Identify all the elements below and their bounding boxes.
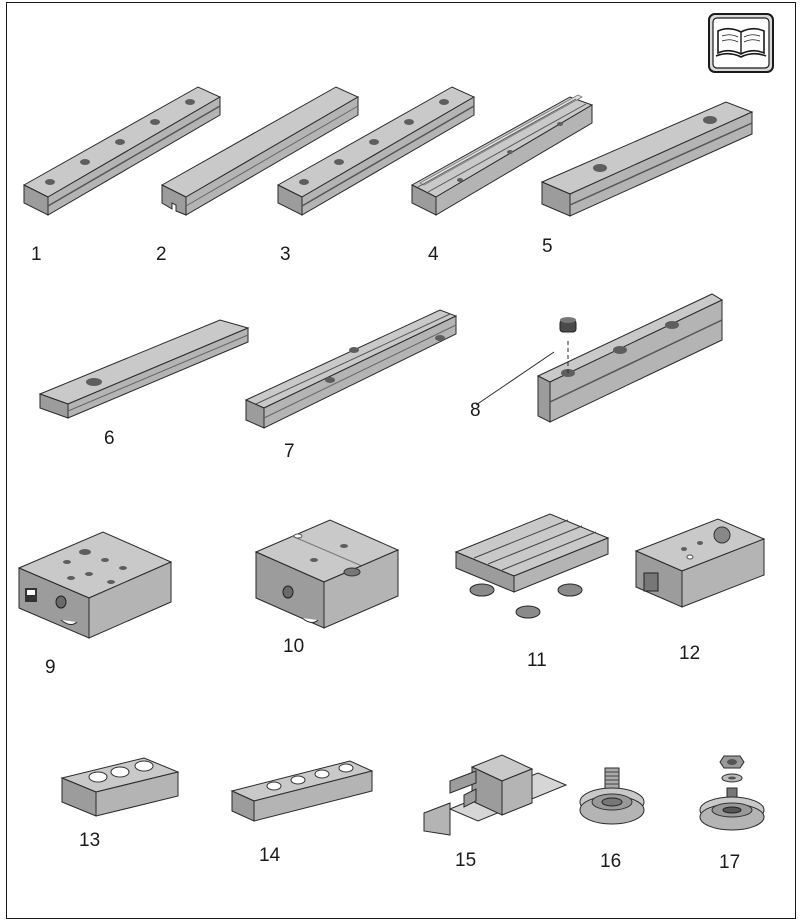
- rail-5-illustration: [540, 100, 760, 225]
- roller-17-illustration: [697, 752, 767, 832]
- part-label-1: 1: [31, 244, 42, 265]
- part-label-16: 16: [600, 851, 622, 872]
- rail-1-illustration: [22, 85, 222, 220]
- part-label-12: 12: [679, 643, 701, 664]
- rail-6-illustration: [38, 318, 253, 423]
- rail-2-illustration: [160, 85, 360, 220]
- part-label-15: 15: [455, 850, 477, 871]
- part-label-6: 6: [104, 428, 115, 449]
- part-label-4: 4: [428, 244, 439, 265]
- rail-7-illustration: [244, 308, 459, 438]
- part-label-13: 13: [79, 830, 101, 851]
- part-label-11: 11: [527, 650, 547, 671]
- part-label-10: 10: [283, 636, 305, 657]
- slider-15-illustration: [420, 753, 570, 838]
- part-label-2: 2: [156, 244, 167, 265]
- part-label-8: 8: [470, 400, 481, 421]
- part-label-5: 5: [542, 236, 553, 257]
- part-label-17: 17: [719, 852, 741, 873]
- part-label-9: 9: [45, 657, 56, 678]
- figure-frame: [6, 2, 796, 919]
- rail-4-illustration: [410, 94, 595, 220]
- carriage-12-illustration: [630, 515, 770, 625]
- rail-3-illustration: [276, 85, 476, 220]
- rail-8-illustration: [475, 290, 726, 430]
- slider-13-illustration: [58, 756, 183, 828]
- carriage-9-illustration: [15, 528, 180, 646]
- part-label-14: 14: [259, 845, 281, 866]
- carriage-10-illustration: [252, 516, 402, 634]
- slider-14-illustration: [228, 759, 376, 829]
- part-label-3: 3: [280, 244, 291, 265]
- open-book-icon[interactable]: [708, 13, 774, 73]
- part-label-7: 7: [284, 441, 295, 462]
- carriage-11-illustration: [452, 510, 612, 645]
- roller-16-illustration: [577, 766, 647, 828]
